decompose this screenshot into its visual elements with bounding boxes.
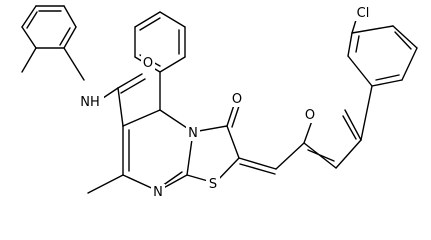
atom-o-amide: O (141, 55, 155, 71)
methine-furan-bond (275, 142, 305, 170)
tolyl-n-bond (63, 47, 85, 81)
atom-cl: Cl (350, 5, 374, 21)
atom-label-cl: Cl (357, 6, 370, 21)
ring-c-o-bond (226, 104, 235, 127)
tolyl-ring (21, 5, 77, 49)
ring-methyl-bond (87, 174, 124, 194)
central-ring (122, 109, 194, 192)
atom-o-ring: O (230, 91, 244, 107)
atom-s: S (206, 176, 220, 192)
atom-label-n-ring: N (188, 126, 198, 141)
amide-c-ring-bond (117, 87, 124, 127)
atom-label-o-ring: O (232, 92, 242, 107)
ring-c-o-double (231, 105, 240, 128)
molecule-structure: Cl O NH O O N N S (21, 5, 418, 200)
atom-o-furan: O (303, 107, 317, 123)
atom-label-nh: NH (80, 95, 100, 110)
tolyl-methyl-bond (21, 47, 37, 73)
amide-c-o-bond (117, 73, 143, 89)
atom-n-ring: N (186, 125, 200, 141)
atom-label-o-amide: O (143, 56, 153, 71)
atom-label-n-imine: N (153, 185, 163, 200)
chlorophenyl-ring (347, 25, 418, 87)
furan-ring (303, 109, 362, 169)
amide-c-o-double (120, 78, 146, 94)
furan-aryl-bond (360, 85, 373, 141)
exocyclic-double-2 (239, 163, 276, 175)
atom-label-s: S (209, 177, 217, 192)
atom-n-imine: N (151, 184, 165, 200)
atom-label-o-furan: O (305, 108, 315, 123)
exocyclic-double-1 (238, 157, 277, 170)
atom-nh: NH (76, 94, 104, 110)
aryl-cl-bond (351, 19, 357, 34)
